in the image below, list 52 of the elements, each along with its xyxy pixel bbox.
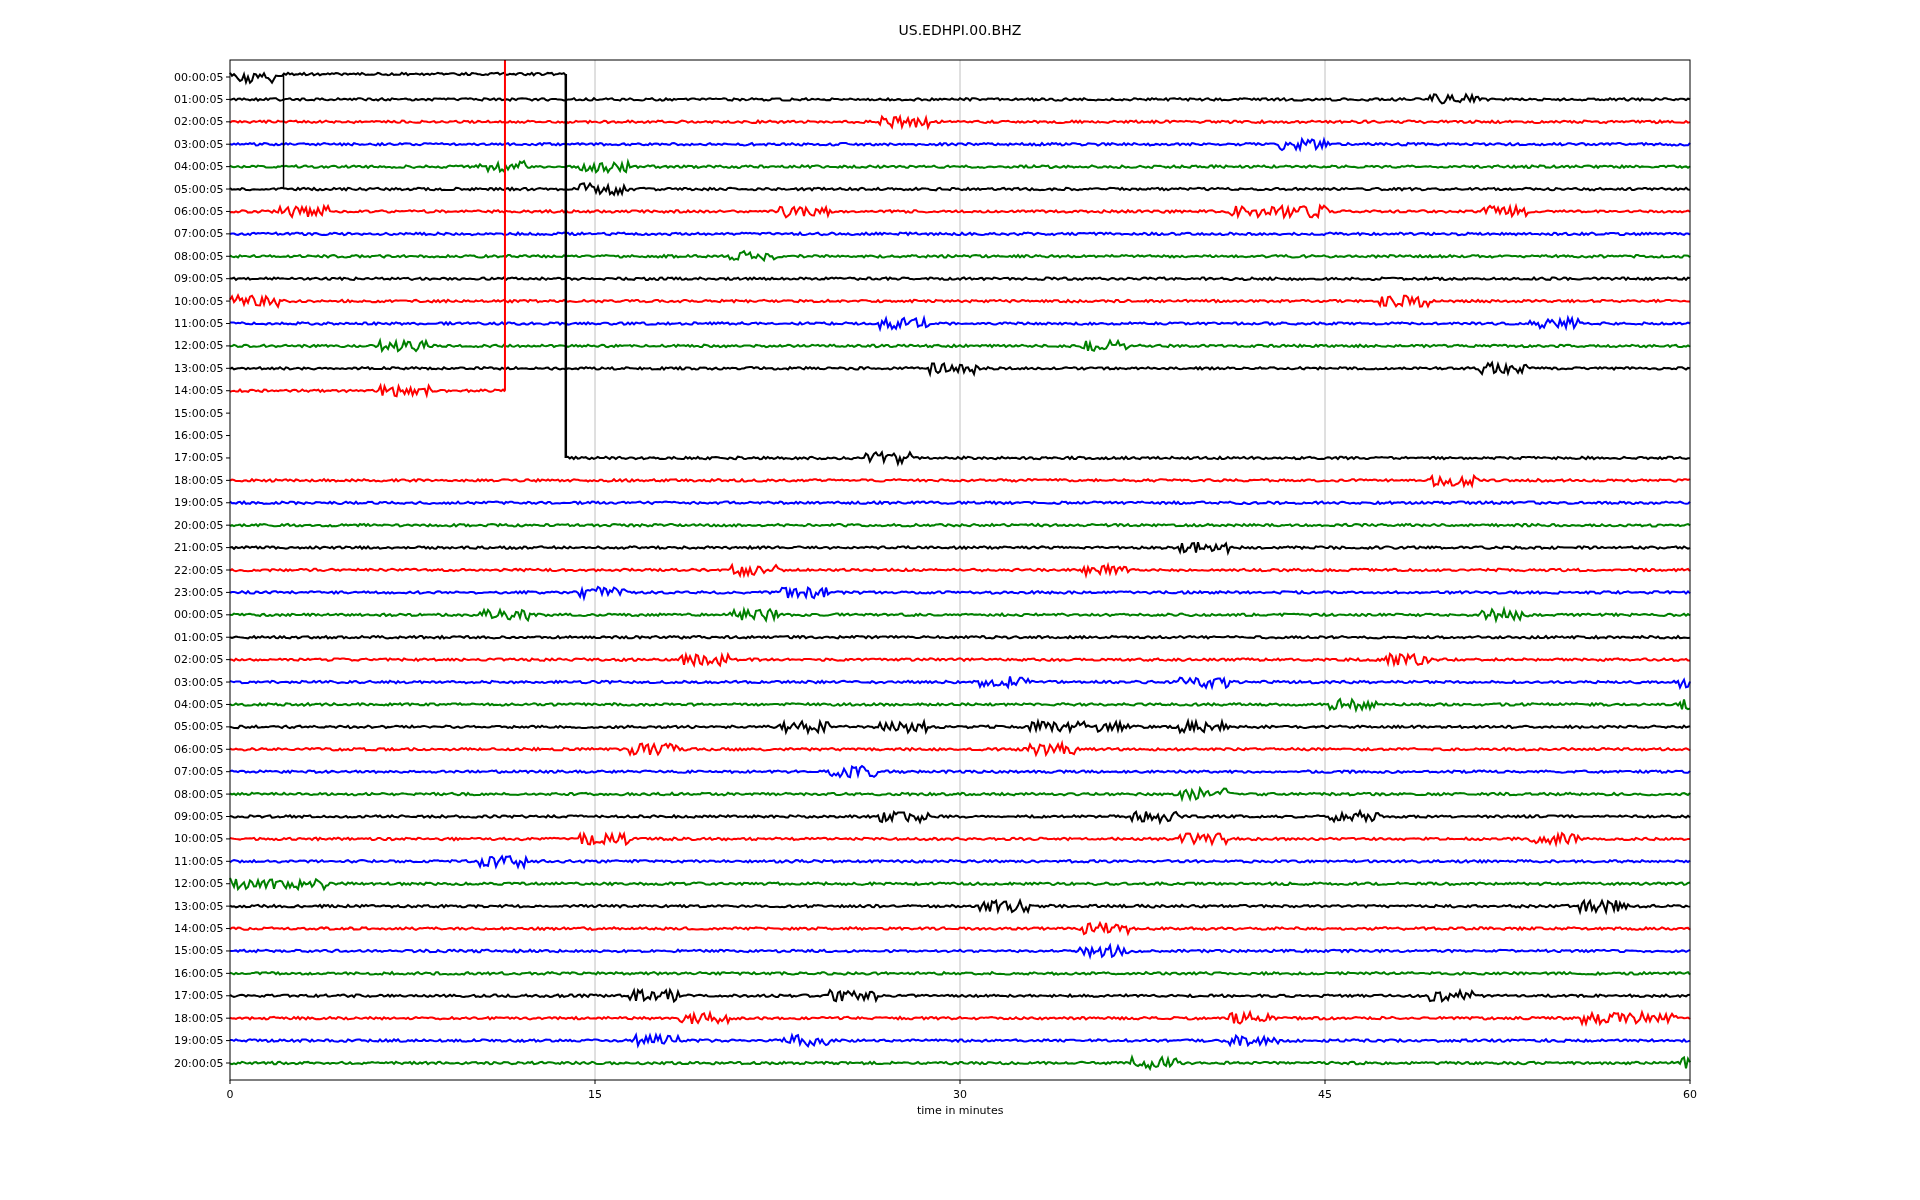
tick-label: 19:00:05: [174, 1034, 224, 1048]
tick-label: 18:00:05: [174, 1011, 224, 1025]
tick-label: 03:00:05: [174, 137, 224, 151]
tick-label: 07:00:05: [174, 765, 224, 779]
tick-label: 09:00:05: [174, 272, 224, 286]
tick-label: 15: [588, 1087, 602, 1101]
tick-label: 06:00:05: [174, 742, 224, 756]
tick-label: 12:00:05: [174, 877, 224, 891]
tick-label: 04:00:05: [174, 697, 224, 711]
tick-label: 01:00:05: [174, 92, 224, 106]
tick-label: 18:00:05: [174, 473, 224, 487]
chart-title: US.EDHPI.00.BHZ: [898, 23, 1022, 37]
tick-label: 20:00:05: [174, 518, 224, 532]
tick-label: 01:00:05: [174, 630, 224, 644]
tick-label: 05:00:05: [174, 720, 224, 734]
tick-label: 60: [1683, 1087, 1697, 1101]
tick-label: 11:00:05: [174, 317, 224, 330]
tick-label: 12:00:05: [174, 339, 224, 353]
tick-label: 00:00:05: [174, 70, 224, 84]
tick-label: 23:00:05: [174, 585, 224, 599]
tick-label: 09:00:05: [174, 810, 224, 823]
tick-label: 20:00:05: [174, 1056, 224, 1070]
tick-label: 05:00:05: [174, 182, 224, 196]
tick-label: 19:00:05: [174, 496, 224, 510]
tick-label: 13:00:05: [174, 899, 224, 913]
tick-label: 00:00:05: [174, 608, 224, 622]
tick-label: 17:00:05: [174, 989, 224, 1003]
tick-label: 15:00:05: [174, 944, 224, 958]
tick-label: 13:00:05: [174, 361, 224, 375]
tick-label: 17:00:05: [174, 451, 224, 465]
tick-label: 02:00:05: [174, 653, 224, 667]
tick-label: 10:00:05: [174, 294, 224, 308]
tick-label: 30: [953, 1087, 967, 1101]
tick-label: 0: [226, 1087, 234, 1101]
axis-title: time in minutes: [917, 1103, 1004, 1117]
tick-label: 08:00:05: [174, 787, 224, 801]
tick-label: 04:00:05: [174, 160, 224, 174]
tick-label: 14:00:05: [174, 384, 224, 398]
tick-label: 06:00:05: [174, 204, 224, 218]
tick-label: 08:00:05: [174, 249, 224, 263]
tick-label: 03:00:05: [174, 675, 224, 689]
tick-label: 22:00:05: [174, 563, 224, 577]
tick-label: 07:00:05: [174, 227, 224, 241]
tick-label: 21:00:05: [174, 541, 224, 555]
tick-label: 14:00:05: [174, 922, 224, 936]
tick-label: 16:00:05: [174, 429, 224, 443]
tick-label: 15:00:05: [174, 406, 224, 420]
tick-label: 45: [1318, 1087, 1332, 1101]
tick-label: 10:00:05: [174, 832, 224, 846]
tick-label: 16:00:05: [174, 966, 224, 980]
tick-label: 02:00:05: [174, 115, 224, 129]
tick-label: 11:00:05: [174, 854, 224, 868]
